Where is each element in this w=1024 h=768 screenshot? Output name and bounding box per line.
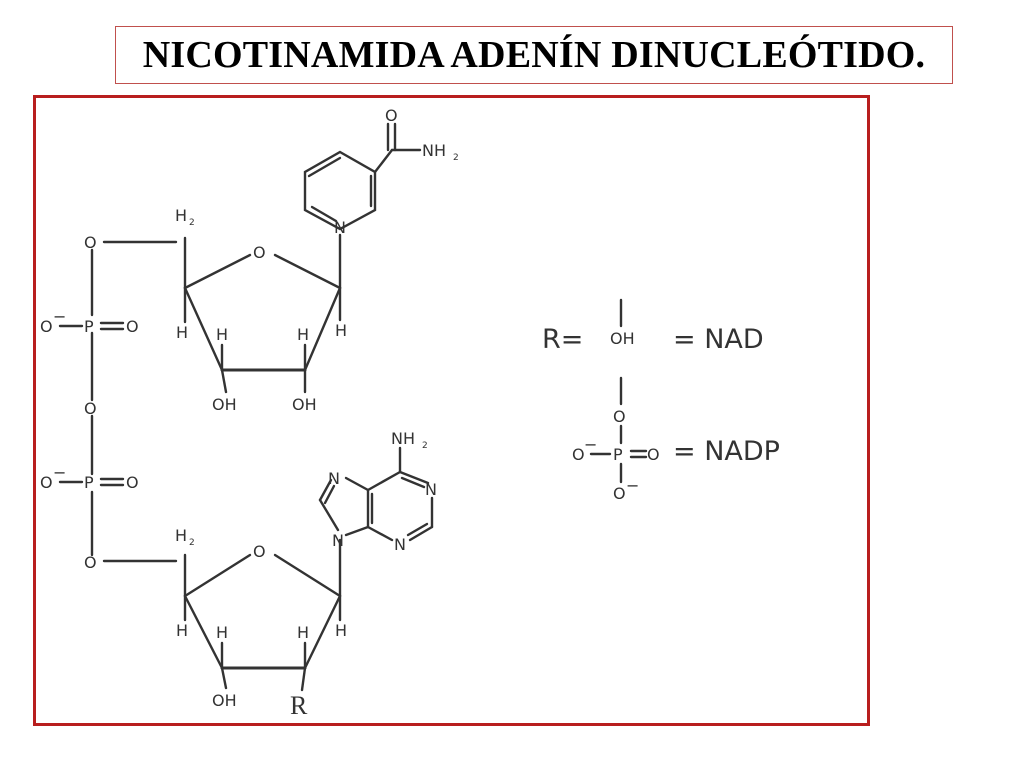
legend-nadp-label: = NADP [673, 436, 780, 467]
bridging-oxygen: O [84, 399, 97, 418]
phosphorus-1: P [84, 317, 94, 336]
bottom-c4-h: H [176, 621, 188, 640]
bottom-ribose-bonds [102, 538, 342, 692]
phosphorus-2: P [84, 473, 94, 492]
adenine-amine-subscript: 2 [422, 441, 428, 451]
bottom-c3-oh: OH [212, 691, 237, 710]
legend-charge-left: − [584, 435, 597, 454]
page-title: NICOTINAMIDA ADENÍN DINUCLEÓTIDO. [142, 34, 926, 76]
legend-charge-bottom: − [626, 476, 639, 495]
phosphate-1-anionic-oxygen: O [40, 317, 53, 336]
bottom-c2-r-group: R [290, 691, 308, 720]
bottom-c1-h: H [335, 621, 347, 640]
phosphate-2-anionic-oxygen: O [40, 473, 53, 492]
legend-phosphate-anionic-oxygen-bottom: O [613, 484, 626, 503]
top-ester-oxygen: O [84, 233, 97, 252]
top-c3-h: H [216, 325, 228, 344]
phosphate-2-charge: − [53, 463, 66, 482]
legend-phosphate-anionic-oxygen-left: O [572, 445, 585, 464]
adenine-n3: N [394, 535, 406, 554]
phosphate-2-oxo: O [126, 473, 139, 492]
bottom-c3-h: H [216, 623, 228, 642]
pyridinium-nitrogen: N [334, 218, 346, 237]
top-c1-h: H [335, 321, 347, 340]
top-c2-h: H [297, 325, 309, 344]
top-c2-oh: OH [292, 395, 317, 414]
top-ribose-bonds [102, 233, 342, 394]
phosphate-1-oxo: O [126, 317, 139, 336]
bottom-ch2-h: H [175, 526, 187, 545]
legend-nadp: O P O − O O − = NADP [572, 376, 780, 503]
bottom-ester-oxygen: O [84, 553, 97, 572]
adenine-n1: N [425, 480, 437, 499]
diagram-frame [33, 95, 870, 726]
adenine-n9: N [332, 531, 344, 550]
top-c4-h: H [176, 323, 188, 342]
amide-nh-label: NH [422, 141, 446, 160]
nicotinamide-ring [303, 122, 422, 231]
amide-oxygen: O [385, 106, 398, 125]
legend-phosphate-ester-oxygen: O [613, 407, 626, 426]
adenine-n7: N [328, 469, 340, 488]
amide-nh-subscript: 2 [453, 153, 459, 163]
legend-phosphorus: P [613, 445, 623, 464]
legend-phosphate-oxo: O [647, 445, 660, 464]
top-c3-oh: OH [212, 395, 237, 414]
top-ch2-h: H [175, 206, 187, 225]
legend-r-equals: R= [542, 324, 583, 355]
legend-nad: R= OH = NAD [542, 298, 764, 355]
top-ch2-subscript: 2 [189, 218, 195, 228]
bottom-ring-oxygen: O [253, 542, 266, 561]
bottom-c2-h: H [297, 623, 309, 642]
phosphate-chain-bonds [58, 248, 125, 557]
adenine-bonds [318, 446, 434, 542]
adenine-amine-label: NH [391, 429, 415, 448]
phosphate-1-charge: − [53, 307, 66, 326]
bottom-ch2-subscript: 2 [189, 538, 195, 548]
legend-hydroxyl: OH [610, 329, 635, 348]
legend-nad-label: = NAD [673, 324, 764, 355]
top-ring-oxygen: O [253, 243, 266, 262]
title-box: NICOTINAMIDA ADENÍN DINUCLEÓTIDO. [115, 26, 953, 84]
